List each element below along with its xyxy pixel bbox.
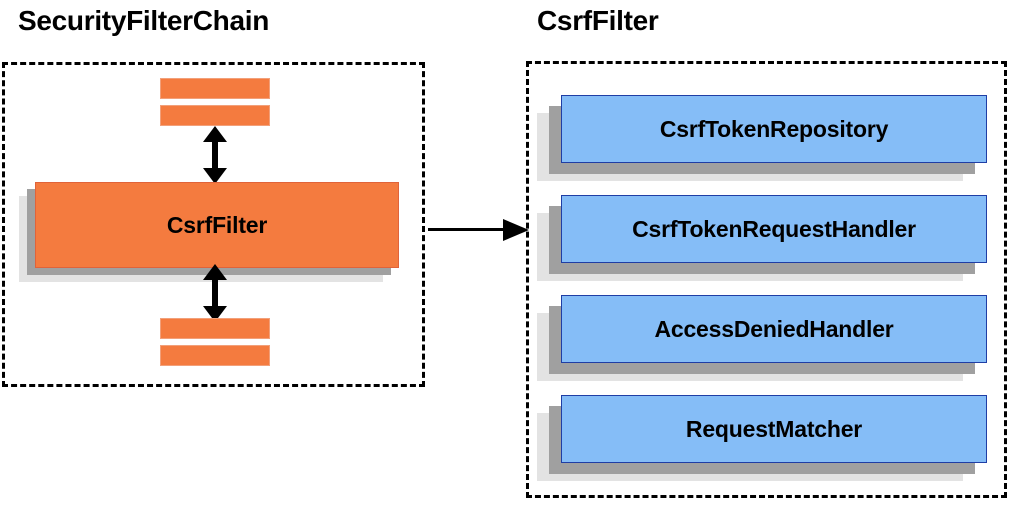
csrf-filter-block[interactable]: CsrfFilter — [35, 182, 399, 268]
arrow-head-up-icon — [203, 264, 227, 280]
filter-bar-bottom-1 — [160, 318, 270, 339]
connector-arrow-head-icon — [503, 219, 529, 241]
component-box-csrf-token-repository[interactable]: CsrfTokenRepository — [537, 95, 987, 181]
filter-bar-bottom-2 — [160, 345, 270, 366]
double-arrow-top — [203, 126, 227, 184]
component-surface[interactable]: AccessDeniedHandler — [561, 295, 987, 363]
connector-arrow-shaft — [428, 228, 506, 231]
filter-bar-top-2 — [160, 105, 270, 126]
component-surface[interactable]: CsrfTokenRepository — [561, 95, 987, 163]
filter-bar-top-1 — [160, 78, 270, 99]
component-box-access-denied-handler[interactable]: AccessDeniedHandler — [537, 295, 987, 381]
component-label: CsrfTokenRequestHandler — [632, 215, 916, 242]
component-surface[interactable]: CsrfTokenRequestHandler — [561, 195, 987, 263]
component-surface[interactable]: RequestMatcher — [561, 395, 987, 463]
component-box-csrf-token-request-handler[interactable]: CsrfTokenRequestHandler — [537, 195, 987, 281]
double-arrow-bottom — [203, 264, 227, 322]
panel-title-security-filter-chain: SecurityFilterChain — [18, 5, 270, 36]
arrow-shaft — [212, 137, 218, 173]
panel-title-csrf-filter: CsrfFilter — [537, 5, 659, 36]
csrf-filter-container — [526, 61, 1007, 498]
component-box-request-matcher[interactable]: RequestMatcher — [537, 395, 987, 481]
arrow-head-up-icon — [203, 126, 227, 142]
csrf-filter-block-label: CsrfFilter — [166, 211, 268, 238]
component-label: CsrfTokenRepository — [659, 115, 889, 142]
arrow-shaft — [212, 275, 218, 311]
connector-arrow-icon — [428, 219, 529, 241]
security-filter-chain-container — [2, 62, 425, 387]
arrow-head-down-icon — [203, 168, 227, 184]
component-label: AccessDeniedHandler — [654, 315, 894, 342]
component-label: RequestMatcher — [685, 415, 863, 442]
